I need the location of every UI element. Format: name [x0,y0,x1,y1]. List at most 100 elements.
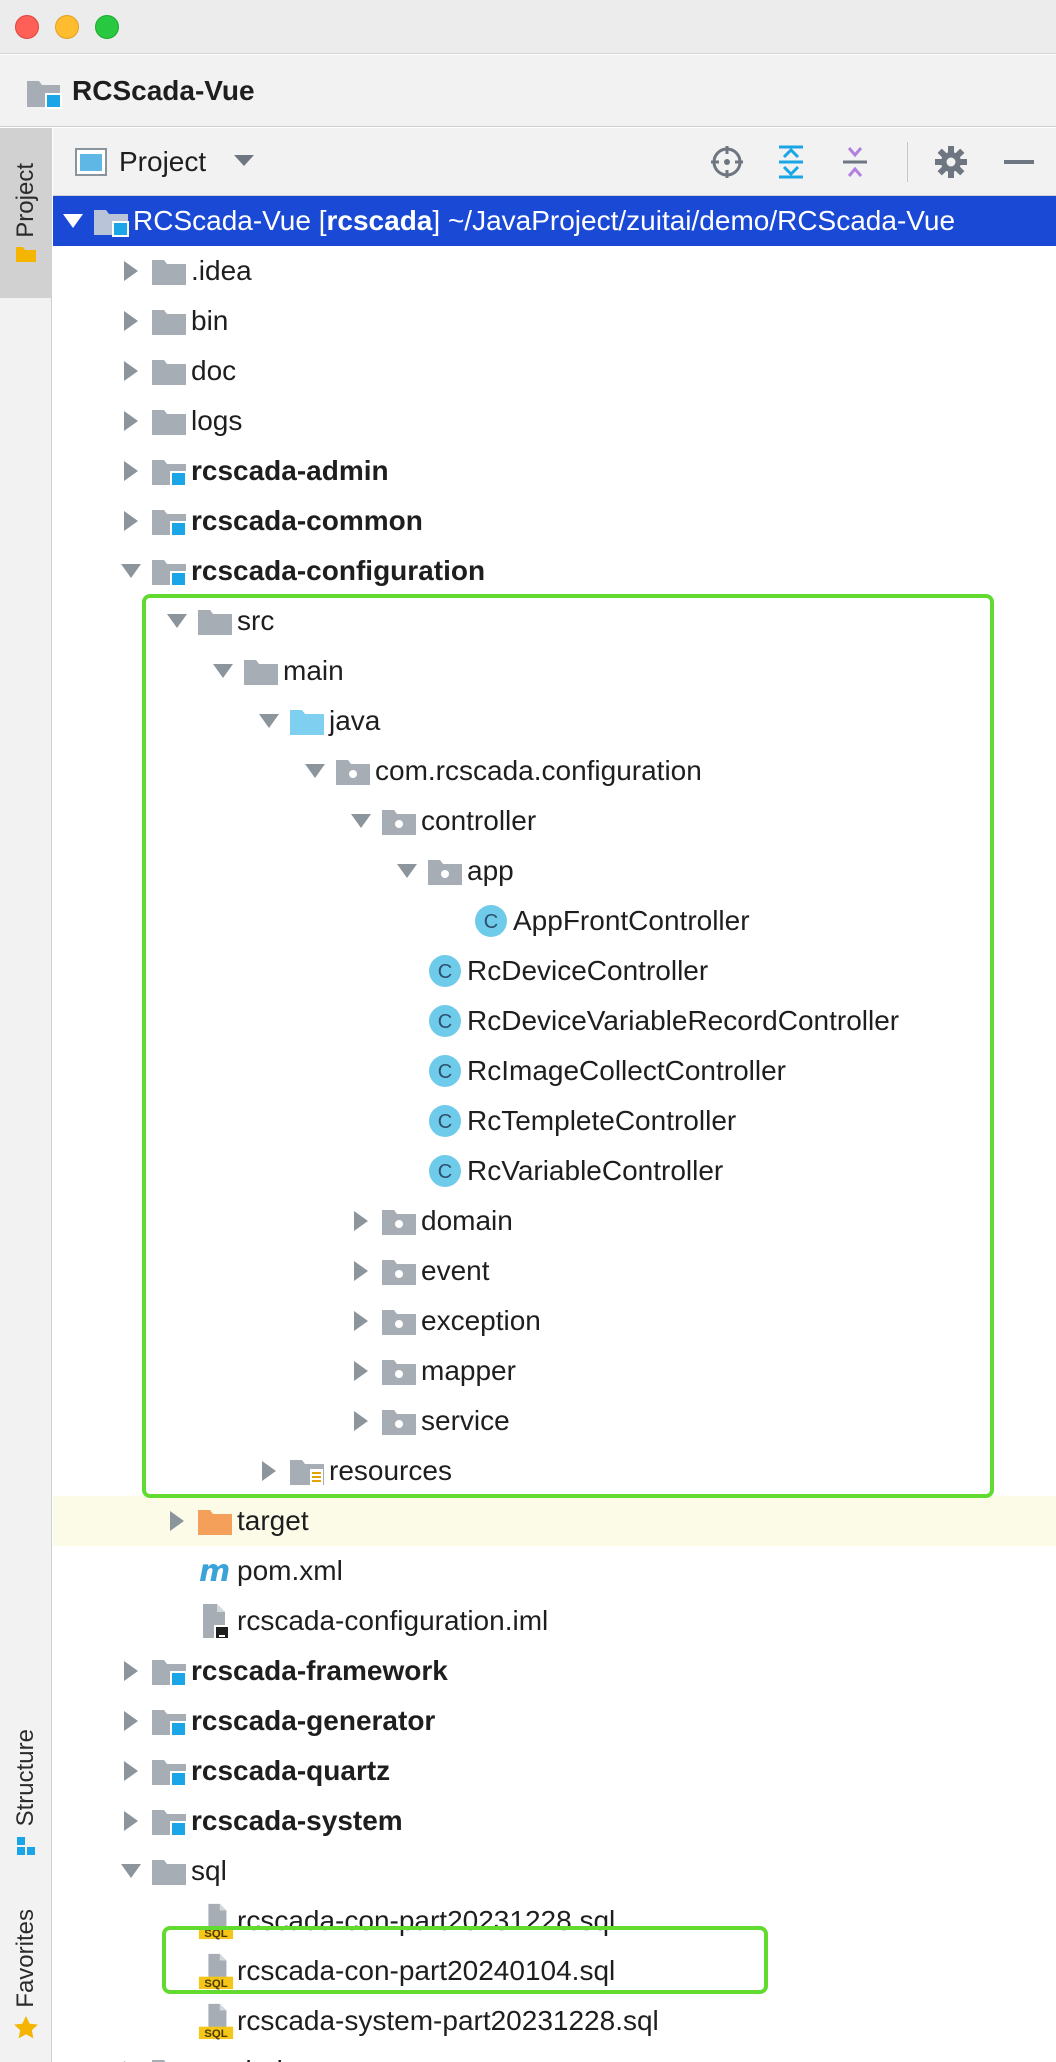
tree-node-label: resources [329,1455,452,1486]
select-opened-file-button[interactable] [707,144,747,180]
structure-tool-tab-label: Structure [12,1729,39,1827]
breadcrumb-project[interactable]: RCScada-Vue [72,75,255,106]
module-folder-icon [27,81,62,109]
triangle-right-icon [124,261,138,281]
collapse-toggle[interactable] [59,196,87,246]
hide-tool-window-button[interactable] [999,144,1039,180]
folder-icon [244,660,278,685]
expand-toggle[interactable] [117,1646,145,1696]
expand-toggle[interactable] [255,1446,283,1496]
expand-toggle[interactable] [347,1346,375,1396]
tree-node[interactable]: bin [53,296,1056,346]
zoom-window-button[interactable] [95,15,119,39]
tree-node[interactable]: com.rcscada.configuration [53,746,1056,796]
tree-node[interactable]: exception [53,1296,1056,1346]
collapse-toggle[interactable] [301,746,329,796]
tree-node[interactable]: rcscada-generator [53,1696,1056,1746]
tree-node[interactable]: sql [53,1846,1056,1896]
tree-node[interactable]: mapper [53,1346,1056,1396]
structure-tool-tab[interactable]: Structure [0,1708,52,1878]
expand-toggle[interactable] [117,496,145,546]
tree-node[interactable]: rcscada-configuration.iml [53,1596,1056,1646]
expand-toggle[interactable] [117,2046,145,2062]
tree-node[interactable]: rcscada-admin [53,446,1056,496]
folder-icon [152,2060,166,2062]
tree-node[interactable]: RCScada-Vue [rcscada] ~/JavaProject/zuit… [53,196,1056,246]
svg-text:C: C [438,961,452,983]
tree-node[interactable]: rcscada-configuration [53,546,1056,596]
expand-toggle[interactable] [347,1396,375,1446]
triangle-right-icon [124,411,138,431]
expand-toggle[interactable] [117,1696,145,1746]
expand-toggle[interactable] [117,296,145,346]
chevron-down-icon[interactable] [233,154,255,168]
tree-node-label: AppFrontController [513,905,750,936]
tree-node[interactable]: service [53,1396,1056,1446]
tree-node[interactable]: logs [53,396,1056,446]
minimize-window-button[interactable] [55,15,79,39]
tree-node[interactable]: event [53,1246,1056,1296]
collapse-all-button[interactable] [835,144,875,180]
project-view-selector[interactable]: Project [119,146,207,177]
tree-node[interactable]: main [53,646,1056,696]
svg-text:C: C [484,911,498,933]
expand-toggle[interactable] [117,346,145,396]
tree-node-label: RcVariableController [467,1155,724,1186]
expand-toggle[interactable] [163,1496,191,1546]
expand-toggle[interactable] [117,246,145,296]
tree-node[interactable]: java [53,696,1056,746]
tree-node[interactable]: rcscada-quartz [53,1746,1056,1796]
expand-all-button[interactable] [771,144,811,180]
root-module-name: rcscada [326,205,433,236]
module-folder-icon [94,210,129,237]
tree-node[interactable]: doc [53,346,1056,396]
collapse-toggle[interactable] [209,646,237,696]
collapse-toggle[interactable] [393,846,421,896]
close-window-button[interactable] [15,15,39,39]
tree-node[interactable]: target [53,1496,1056,1546]
tree-root-label: RCScada-Vue [rcscada] ~/JavaProject/zuit… [133,205,956,236]
tree-node-label: exception [421,1305,541,1336]
tree-node[interactable]: resources [53,1446,1056,1496]
tree-node[interactable]: rcscada-system [53,1796,1056,1846]
tree-node[interactable]: C AppFrontController [53,896,1056,946]
triangle-right-icon [124,511,138,531]
module-folder-icon [152,510,187,537]
project-tool-tab[interactable]: Project [0,128,52,298]
collapse-toggle[interactable] [117,1846,145,1896]
expand-toggle[interactable] [117,446,145,496]
project-tree[interactable]: RCScada-Vue [rcscada] ~/JavaProject/zuit… [53,196,1056,2062]
collapse-toggle[interactable] [347,796,375,846]
favorites-tool-tab[interactable]: Favorites [0,1888,52,2062]
expand-toggle[interactable] [117,1746,145,1796]
tree-node[interactable]: src [53,596,1056,646]
tree-node[interactable]: rcscada-common [53,496,1056,546]
collapse-toggle[interactable] [163,596,191,646]
tree-node[interactable]: .idea [53,246,1056,296]
expand-toggle[interactable] [347,1296,375,1346]
tree-node[interactable]: domain [53,1196,1056,1246]
collapse-all-icon [843,147,867,177]
tree-node[interactable]: rcscada-framework [53,1646,1056,1696]
tree-node[interactable]: ruoyi-ui [53,2046,1056,2062]
expand-toggle[interactable] [117,1796,145,1846]
tree-node[interactable]: controller [53,796,1056,846]
tree-node[interactable]: app [53,846,1056,896]
svg-text:m: m [199,1555,230,1587]
settings-button[interactable] [931,144,971,180]
collapse-toggle[interactable] [117,546,145,596]
collapse-toggle[interactable] [255,696,283,746]
triangle-down-icon [121,1864,141,1878]
expand-toggle[interactable] [117,396,145,446]
expand-toggle[interactable] [347,1246,375,1296]
expand-toggle[interactable] [347,1196,375,1246]
